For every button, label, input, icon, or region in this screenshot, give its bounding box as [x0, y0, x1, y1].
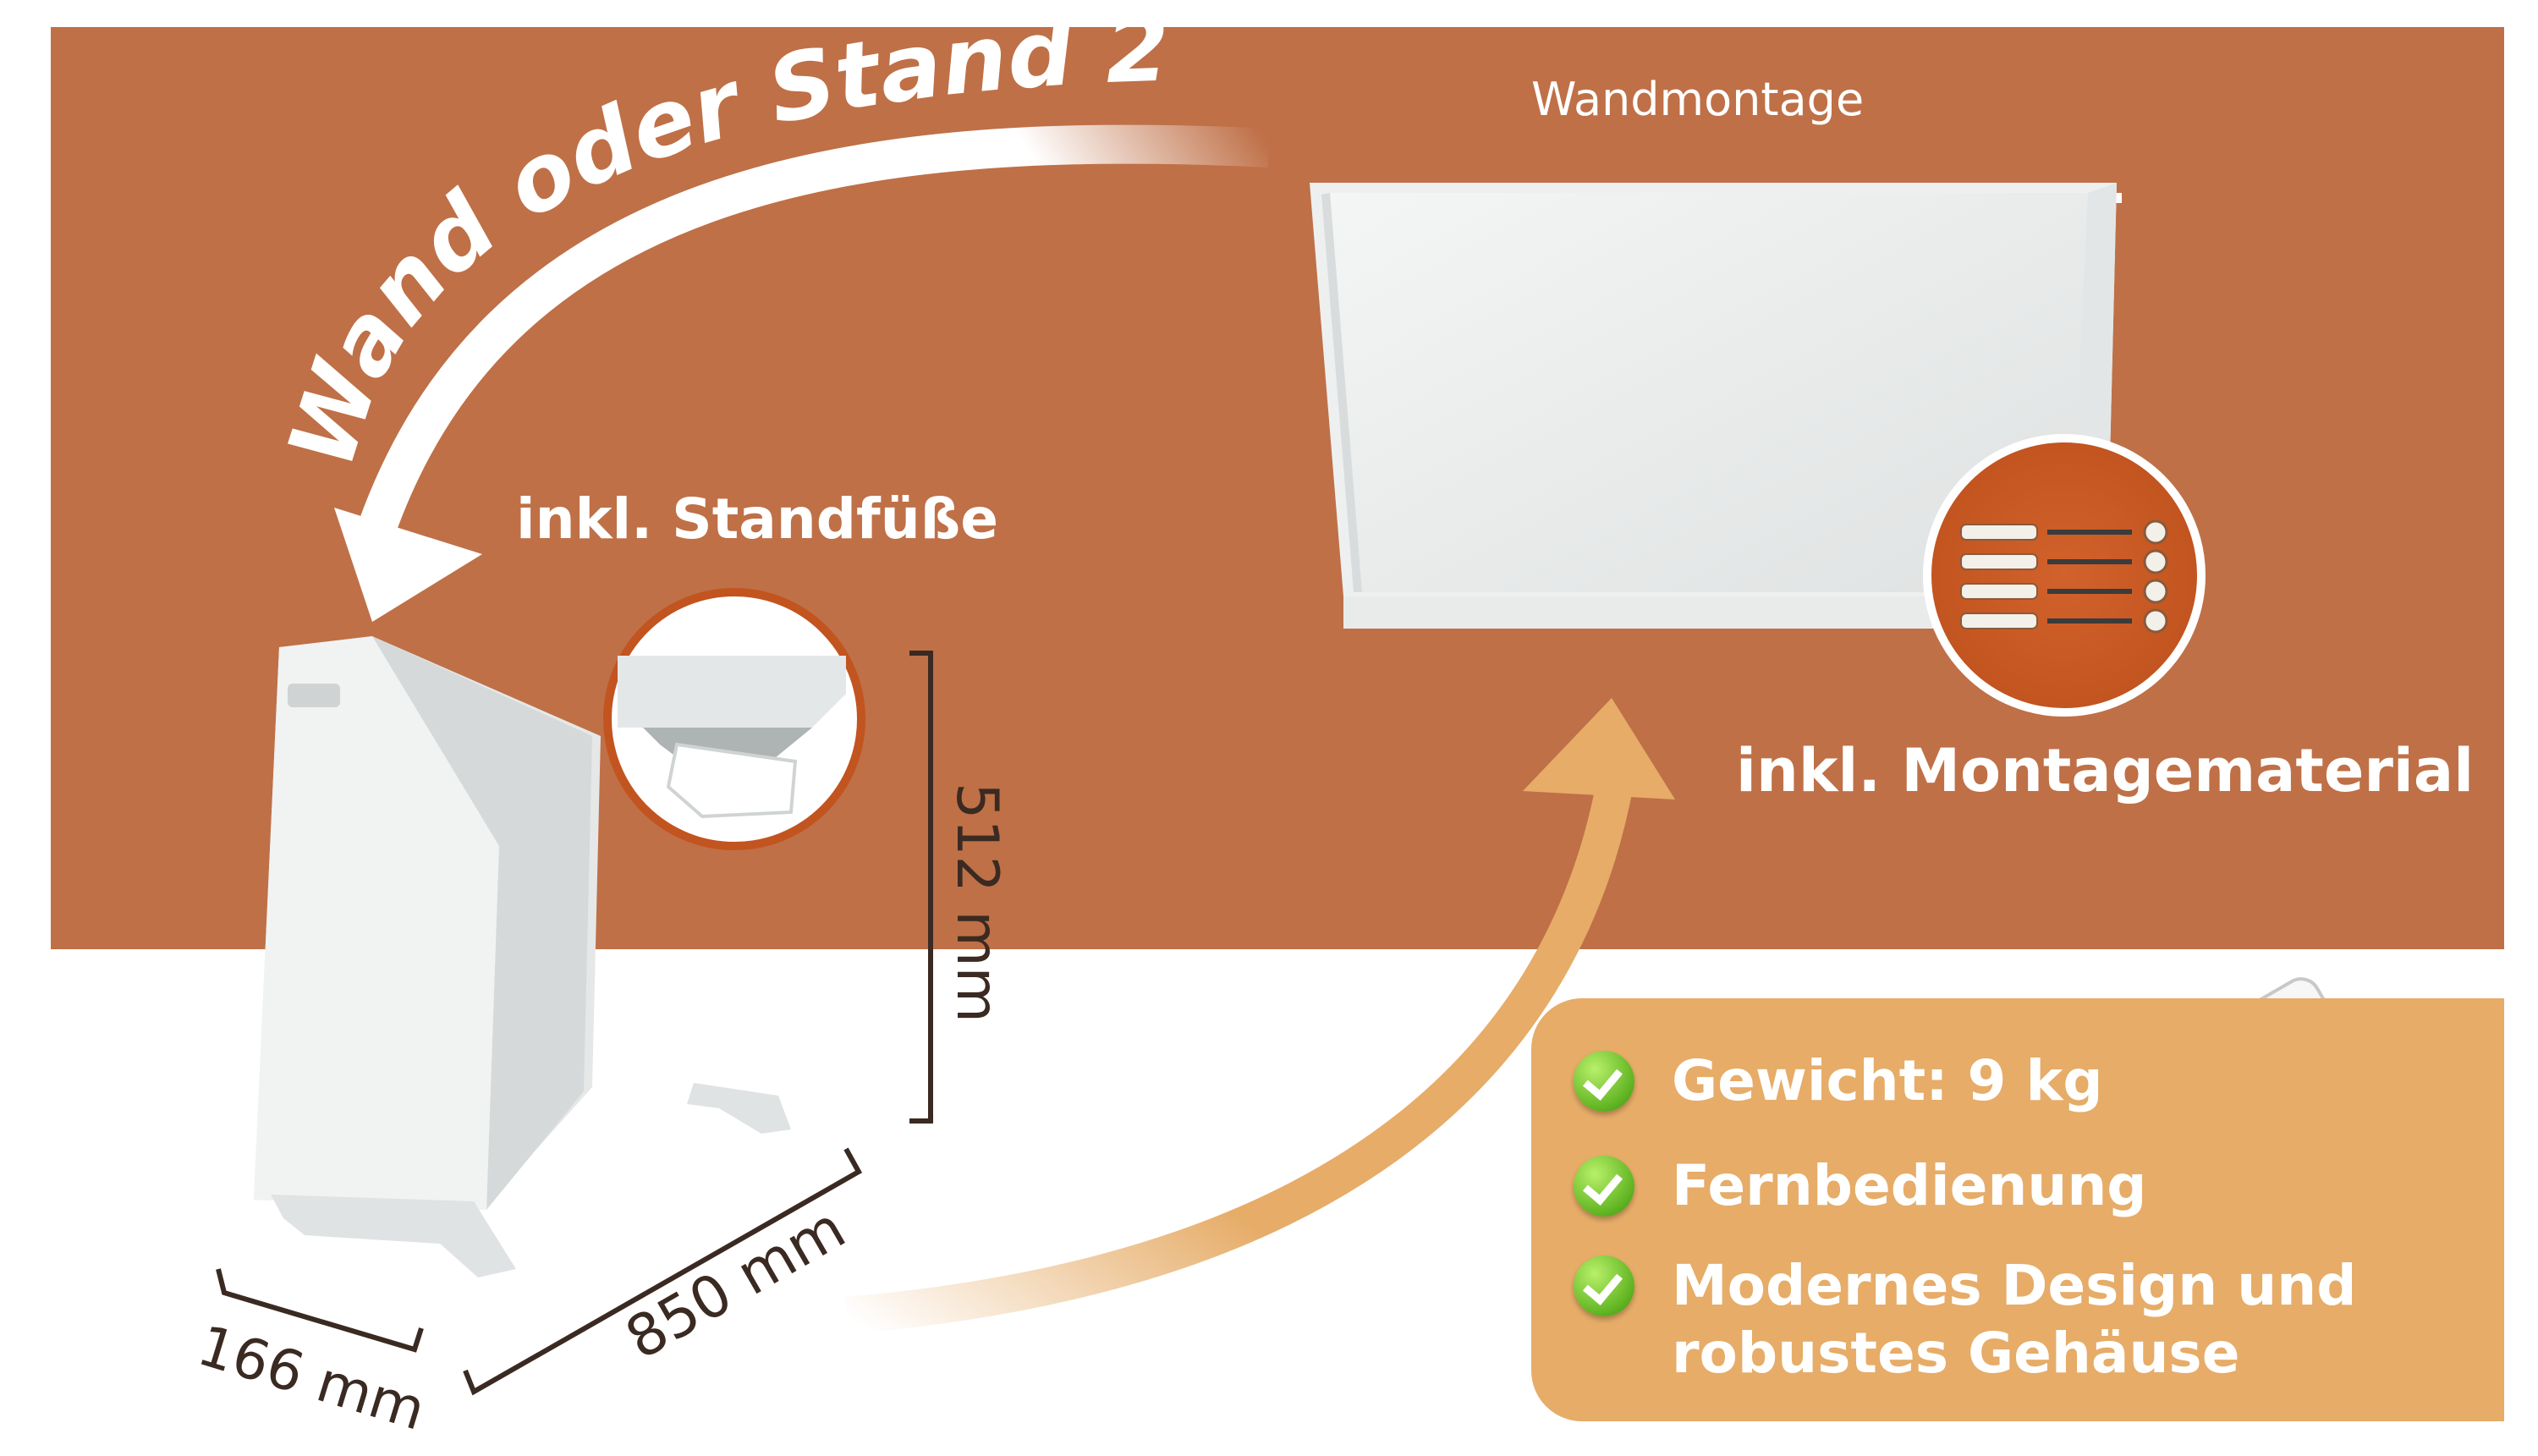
- check-icon: [1574, 1255, 1634, 1316]
- wall-mounted-heater-image: [1310, 183, 2122, 629]
- height-dimension-line: [909, 651, 933, 1124]
- feature-list-box: Gewicht: 9 kg Fernbedienung Modernes Des…: [1531, 998, 2504, 1421]
- curved-white-arrow: [334, 124, 1271, 622]
- feature-text-line-1: Modernes Design und: [1672, 1253, 2357, 1318]
- stand-feet-detail-image: [603, 588, 865, 850]
- check-icon: [1574, 1156, 1634, 1217]
- feature-text: Fernbedienung: [1672, 1153, 2147, 1218]
- feature-item-remote: Fernbedienung: [1574, 1152, 2147, 1220]
- stand-feet-label: inkl. Standfüße: [516, 486, 998, 552]
- curved-orange-arrow: [844, 698, 1675, 1334]
- dimension-lines: [216, 651, 933, 1396]
- feature-item-design: Modernes Design und robustes Gehäuse: [1574, 1252, 2356, 1387]
- width-dimension-line: [463, 1147, 863, 1396]
- mounting-material-image: [1923, 434, 2206, 717]
- feature-text: Gewicht: 9 kg: [1672, 1048, 2103, 1113]
- depth-dimension-label: 166 mm: [190, 1313, 432, 1443]
- mounting-material-label: inkl. Montagematerial: [1736, 736, 2475, 805]
- depth-dimension-line: [216, 1268, 424, 1353]
- height-dimension-label: 512 mm: [943, 783, 1010, 1023]
- width-dimension-label: 850 mm: [615, 1195, 856, 1372]
- feature-text-line-2: robustes Gehäuse: [1672, 1321, 2240, 1386]
- white-arrow-head-icon: [334, 508, 482, 622]
- feature-text: Modernes Design und robustes Gehäuse: [1672, 1252, 2356, 1387]
- standing-heater-image: [254, 636, 791, 1277]
- orange-arrow-head-icon: [1523, 698, 1675, 799]
- wall-mount-label: Wandmontage: [1531, 73, 1865, 126]
- feature-item-weight: Gewicht: 9 kg: [1574, 1047, 2103, 1115]
- check-icon: [1574, 1051, 1634, 1112]
